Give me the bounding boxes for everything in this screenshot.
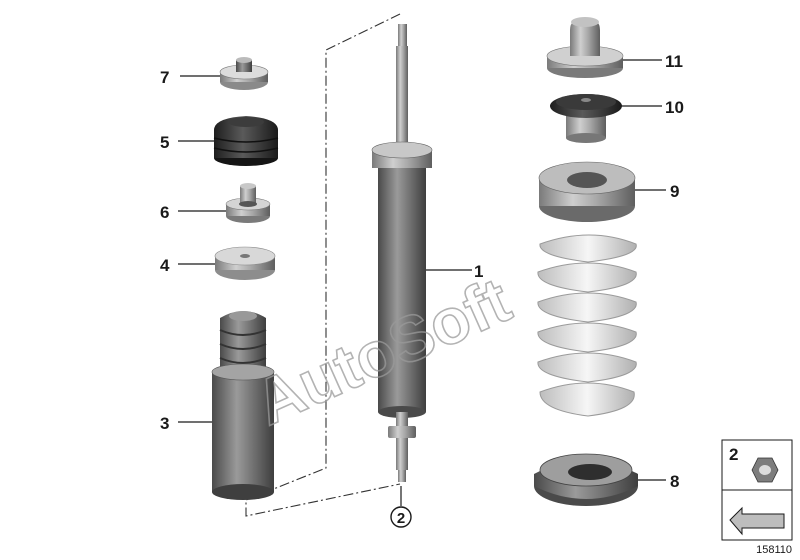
label-part-6: 6 (160, 203, 169, 222)
label-part-5: 5 (160, 133, 169, 152)
part-3-protective-tube[interactable] (211, 311, 275, 500)
label-part-7: 7 (160, 68, 169, 87)
circled-callout-label: 2 (397, 510, 405, 527)
label-part-11: 11 (665, 52, 683, 71)
circled-callout-2[interactable]: 2 (390, 506, 412, 528)
coil-spring[interactable] (537, 234, 637, 417)
part-10-rubber-mount[interactable] (550, 94, 622, 143)
label-part-10: 10 (665, 98, 684, 117)
label-part-4: 4 (160, 256, 170, 275)
label-part-1: 1 (474, 262, 483, 281)
part-11-upper-mount[interactable] (546, 17, 624, 78)
part-9-spring-seat[interactable] (538, 161, 636, 222)
hex-nut-icon (751, 457, 779, 483)
part-5-rubber-dust-cup[interactable] (213, 116, 279, 166)
assembly-dash-outline (245, 13, 401, 517)
part-1-shock-absorber[interactable] (371, 24, 433, 482)
label-part-3: 3 (160, 414, 169, 433)
inset-label: 2 (729, 445, 738, 464)
part-8-lower-spring-pad[interactable] (534, 453, 638, 506)
part-7-top-mount-washer[interactable] (219, 57, 269, 90)
part-4-dust-cap[interactable] (214, 246, 276, 280)
part-6-support-bearing[interactable] (225, 183, 271, 223)
arrow-icon (729, 506, 785, 536)
inset-box[interactable]: 2 (721, 439, 793, 541)
label-part-8: 8 (670, 472, 679, 491)
label-part-9: 9 (670, 182, 679, 201)
diagram-number: 158110 (756, 544, 792, 556)
